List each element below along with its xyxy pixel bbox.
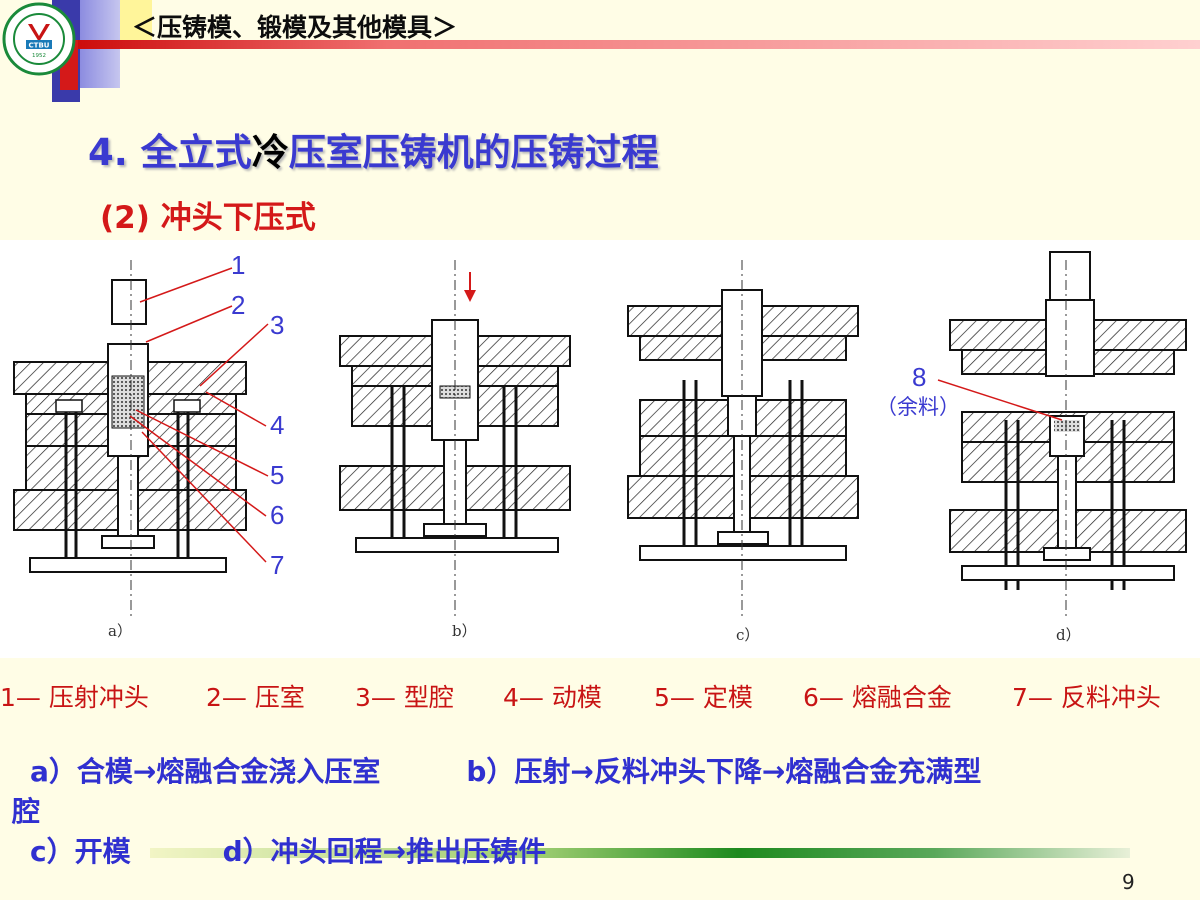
step-line-3: c）开模 d）冲头回程→推出压铸件 xyxy=(12,830,546,870)
label-8: 8 xyxy=(912,362,926,392)
logo-center-text: CTBU xyxy=(29,42,50,50)
step-c: c）开模 xyxy=(30,835,131,868)
panel-a: 1 2 3 4 5 6 7 a） xyxy=(13,250,284,640)
caption-b: b） xyxy=(452,622,477,640)
label-7: 7 xyxy=(270,550,284,580)
sub-heading: (2) 冲头下压式 xyxy=(100,200,316,236)
legend-item-6: 6— 熔融合金 xyxy=(803,683,952,712)
legend-item-5: 5— 定模 xyxy=(654,683,753,712)
label-1: 1 xyxy=(231,250,245,280)
label-4: 4 xyxy=(270,410,284,440)
step-line-2: 腔 xyxy=(12,795,41,828)
logo-year: 1952 xyxy=(32,53,46,59)
heading-part3: 压室压铸机的压铸过程 xyxy=(288,131,659,174)
caption-c: c） xyxy=(736,626,759,644)
label-3: 3 xyxy=(270,310,284,340)
caption-d: d） xyxy=(1056,626,1081,644)
legend-item-7: 7— 反料冲头 xyxy=(1012,683,1161,712)
legend-item-4: 4— 动模 xyxy=(503,683,602,712)
process-diagram-svg: 1 2 3 4 5 6 7 a） b） xyxy=(13,250,1187,644)
panel-b: b） xyxy=(339,260,571,640)
remnant-note: （余料） xyxy=(876,395,960,419)
step-a: a）合模→熔融合金浇入压室 xyxy=(30,755,381,788)
step-line-1: a）合模→熔融合金浇入压室 b）压射→反料冲头下降→熔融合金充满型 xyxy=(12,750,981,790)
process-diagram: 1 2 3 4 5 6 7 a） b） xyxy=(0,240,1200,658)
step-d: d）冲头回程→推出压铸件 xyxy=(222,835,547,868)
university-logo: CTBU 1952 xyxy=(2,2,76,76)
caption-a: a） xyxy=(108,622,132,640)
legend-item-3: 3— 型腔 xyxy=(355,683,454,712)
page-number: 9 xyxy=(1122,870,1135,894)
step-b: b）压射→反料冲头下降→熔融合金充满型 xyxy=(466,755,982,788)
legend-item-2: 2— 压室 xyxy=(206,683,305,712)
decor-gradient-line xyxy=(150,848,1130,858)
legend-item-1: 1— 压射冲头 xyxy=(0,683,149,712)
label-5: 5 xyxy=(270,460,284,490)
panel-c: c） xyxy=(627,260,859,644)
heading-part2: 冷 xyxy=(251,131,289,174)
label-2: 2 xyxy=(231,290,245,320)
header-bar xyxy=(40,40,1200,49)
heading-part1: 4. 全立式 xyxy=(88,131,252,174)
header-title: ＜压铸模、锻模及其他模具＞ xyxy=(132,13,458,42)
arrow-head-icon xyxy=(464,290,476,302)
main-heading: 4. 全立式冷压室压铸机的压铸过程 xyxy=(88,122,659,176)
panel-d: 8 （余料） d） xyxy=(876,251,1187,644)
label-6: 6 xyxy=(270,500,284,530)
